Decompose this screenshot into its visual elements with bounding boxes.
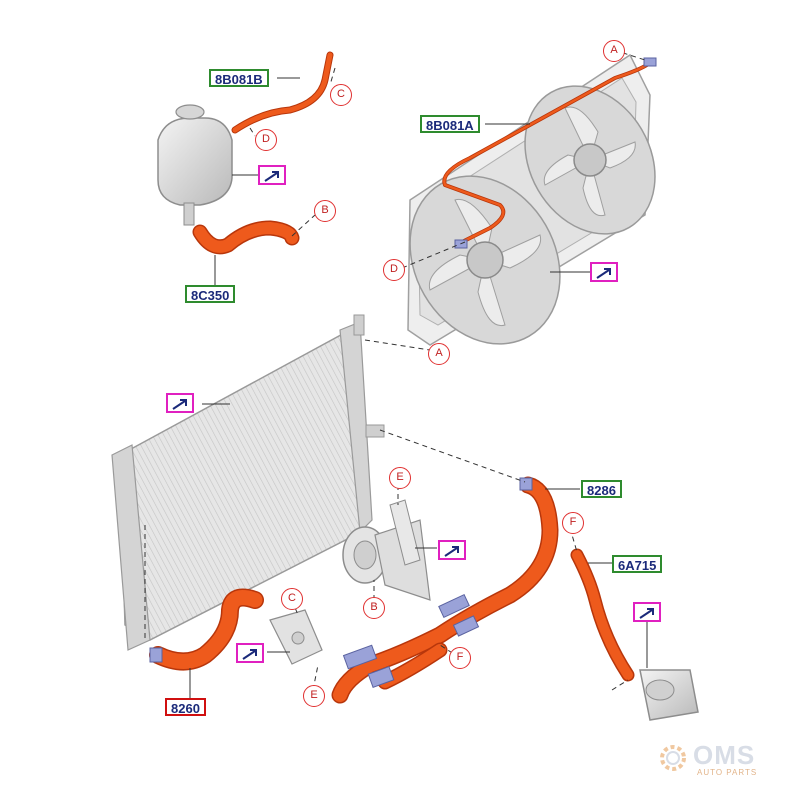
part-label-8286: 8286 bbox=[581, 480, 622, 498]
leader-lines bbox=[189, 77, 648, 700]
callout-b: B bbox=[363, 597, 385, 619]
thermostat-housing bbox=[269, 609, 323, 665]
callout-c: C bbox=[281, 588, 303, 610]
callout-c: C bbox=[330, 84, 352, 106]
reference-arrow-icon bbox=[590, 262, 618, 282]
part-label-6a715: 6A715 bbox=[612, 555, 663, 573]
callout-d: D bbox=[383, 259, 405, 281]
hose-clips bbox=[149, 57, 657, 688]
hoses bbox=[149, 51, 652, 704]
callout-f: F bbox=[562, 512, 584, 534]
callout-a: A bbox=[603, 40, 625, 62]
reference-arrow-icon bbox=[258, 165, 286, 185]
logo-subtitle: AUTO PARTS bbox=[697, 768, 758, 777]
gear-logo-icon bbox=[660, 745, 686, 771]
radiator bbox=[111, 314, 385, 651]
water-pump bbox=[342, 499, 431, 601]
oms-logo: OMS AUTO PARTS bbox=[655, 738, 785, 783]
part-label-8c350: 8C350 bbox=[185, 285, 236, 303]
reference-arrow-icon bbox=[236, 643, 264, 663]
callout-d: D bbox=[255, 129, 277, 151]
auxiliary-pump bbox=[639, 669, 699, 721]
fan-shroud bbox=[407, 53, 656, 346]
callout-b: B bbox=[314, 200, 336, 222]
reference-arrow-icon bbox=[633, 602, 661, 622]
callout-e: E bbox=[303, 685, 325, 707]
callout-e: E bbox=[389, 467, 411, 489]
logo-title: OMS bbox=[693, 740, 756, 770]
reference-arrow-icon bbox=[438, 540, 466, 560]
dashed-guides bbox=[144, 49, 646, 691]
part-label-8b081a: 8B081A bbox=[420, 115, 480, 133]
callout-a: A bbox=[428, 343, 450, 365]
part-label-8260: 8260 bbox=[165, 698, 206, 716]
reference-arrow-icon bbox=[166, 393, 194, 413]
expansion-bottle bbox=[157, 104, 233, 226]
callout-f: F bbox=[449, 647, 471, 669]
part-label-8b081b: 8B081B bbox=[209, 69, 269, 87]
